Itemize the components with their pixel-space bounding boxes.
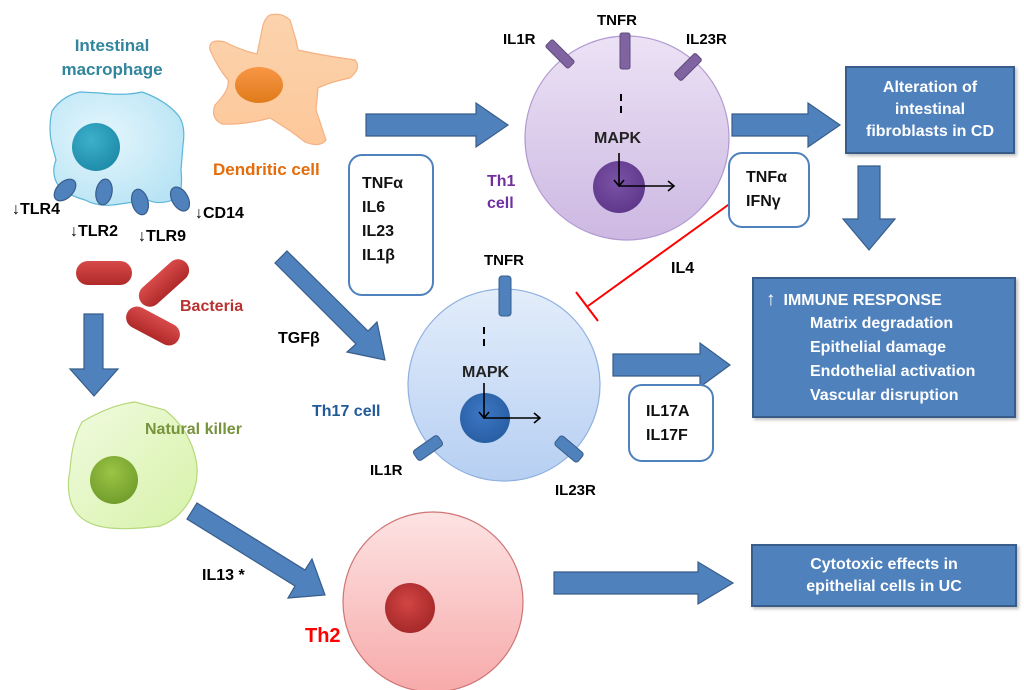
th17-cell [407, 275, 601, 482]
bacteria [76, 259, 190, 346]
immune-response-title: IMMUNE RESPONSE [783, 292, 942, 309]
th1-il23r-label: IL23R [686, 31, 727, 48]
up-arrow-icon: ↑ [766, 289, 776, 310]
macrophage-label-line1: Intestinal [75, 36, 150, 55]
immune-item-epithelial: Epithelial damage [810, 339, 947, 356]
fibroblasts-outcome-box: Alteration of intestinal fibroblasts in … [845, 66, 1015, 154]
cd14-label: ↓CD14 [195, 205, 244, 222]
th1-il23r-receptor [674, 53, 702, 81]
bacteria-label: Bacteria [180, 298, 243, 315]
th17-il1r-receptor [412, 435, 444, 461]
th17-label: Th17 cell [312, 403, 380, 420]
immune-item-endothelial: Endothelial activation [810, 363, 976, 380]
arrow-th17-to-immune [612, 341, 732, 389]
natural-killer-label: Natural killer [145, 421, 242, 438]
th17-il23r-receptor [554, 435, 584, 463]
th1-il1r-receptor [545, 39, 575, 69]
th1-tnfr-receptor [619, 32, 631, 70]
intestinal-macrophage [49, 91, 191, 216]
cytokine-box-th1: TNFα IFNγ [728, 152, 810, 228]
th17-il23r-label: IL23R [555, 482, 596, 499]
th1-il1r-label: IL1R [503, 31, 536, 48]
macrophage-receptors [53, 178, 191, 216]
cytotoxic-line2: epithelial cells in UC [806, 577, 962, 595]
th17-tnfr-receptor [498, 275, 512, 317]
dendritic-nucleus [235, 67, 283, 103]
th1-label-line2: cell [487, 195, 514, 212]
cytokine-tnfa: TNFα [746, 169, 787, 186]
cytotoxic-line1: Cytotoxic effects in [810, 555, 958, 573]
fibroblasts-line1: Alteration of [882, 79, 978, 96]
th2-label: Th2 [305, 625, 341, 647]
immune-response-heading: ↑ IMMUNE RESPONSE [766, 289, 1014, 312]
th17-transcription-arrow [478, 383, 542, 424]
tgfb-label: TGFβ [278, 330, 320, 347]
th17-il1r-label: IL1R [370, 462, 403, 479]
arrow-th2-to-cytotoxic [553, 560, 735, 606]
cytokine-il23: IL23 [362, 223, 395, 240]
th1-mapk-label: MAPK [594, 130, 642, 147]
tlr9-receptor [130, 188, 150, 216]
bacterium-2 [138, 259, 190, 307]
arrow-dendritic-to-th1 [365, 101, 510, 149]
cytokine-box-th17: IL17A IL17F [628, 384, 714, 462]
dendritic-cell [209, 13, 359, 146]
cytokine-tnfa: TNFα [362, 175, 403, 192]
th1-transcription-arrow [613, 153, 676, 192]
arrow-dendritic-to-th17 [274, 250, 386, 361]
il13-label: IL13 * [202, 567, 245, 584]
arrow-fibroblasts-to-immune [841, 165, 897, 251]
th1-label-line1: Th1 [487, 173, 516, 190]
cytokine-il17f: IL17F [646, 427, 688, 444]
cytokine-il6: IL6 [362, 199, 386, 216]
bacterium-3 [126, 306, 180, 346]
fibroblasts-line3: fibroblasts in CD [865, 123, 994, 140]
cytokine-ifng: IFNγ [746, 193, 781, 210]
tlr4-label: ↓TLR4 [12, 201, 60, 218]
cytotoxic-outcome-box: Cytotoxic effects in epithelial cells in… [751, 544, 1017, 607]
cytokine-box-dendritic: TNFα IL6 IL23 IL1β [348, 154, 434, 296]
arrow-nk-to-th2 [186, 502, 326, 599]
tlr2-receptor [95, 178, 113, 206]
il4-inhibition [575, 199, 736, 322]
arrow-th1-to-fibroblasts [731, 101, 842, 149]
natural-killer-nucleus [90, 456, 138, 504]
th1-tnfr-label: TNFR [597, 12, 637, 29]
dendritic-label: Dendritic cell [213, 160, 320, 179]
th2-cell [342, 511, 524, 690]
cytokine-il1b: IL1β [362, 247, 395, 264]
il4-label: IL4 [671, 260, 694, 277]
tlr2-label: ↓TLR2 [70, 223, 118, 240]
cytokine-il17a: IL17A [646, 403, 690, 420]
tlr9-label: ↓TLR9 [138, 228, 186, 245]
fibroblasts-line2: intestinal [894, 101, 966, 118]
th1-cell [524, 32, 730, 241]
dendritic-body [209, 13, 359, 146]
macrophage-label-line2: macrophage [61, 60, 162, 79]
th17-tnfr-label: TNFR [484, 252, 524, 269]
immune-item-matrix: Matrix degradation [810, 315, 954, 332]
th2-nucleus [385, 583, 435, 633]
macrophage-nucleus [72, 123, 120, 171]
cd14-receptor [169, 186, 191, 212]
arrow-macrophage-to-nk [68, 313, 120, 397]
natural-killer-cell [67, 401, 198, 530]
immune-response-box: ↑ IMMUNE RESPONSE Matrix degradation Epit… [752, 277, 1016, 418]
th17-mapk-label: MAPK [462, 364, 510, 381]
immune-item-vascular: Vascular disruption [810, 387, 959, 404]
tlr4-receptor [53, 178, 77, 202]
bacterium-1 [76, 261, 132, 285]
